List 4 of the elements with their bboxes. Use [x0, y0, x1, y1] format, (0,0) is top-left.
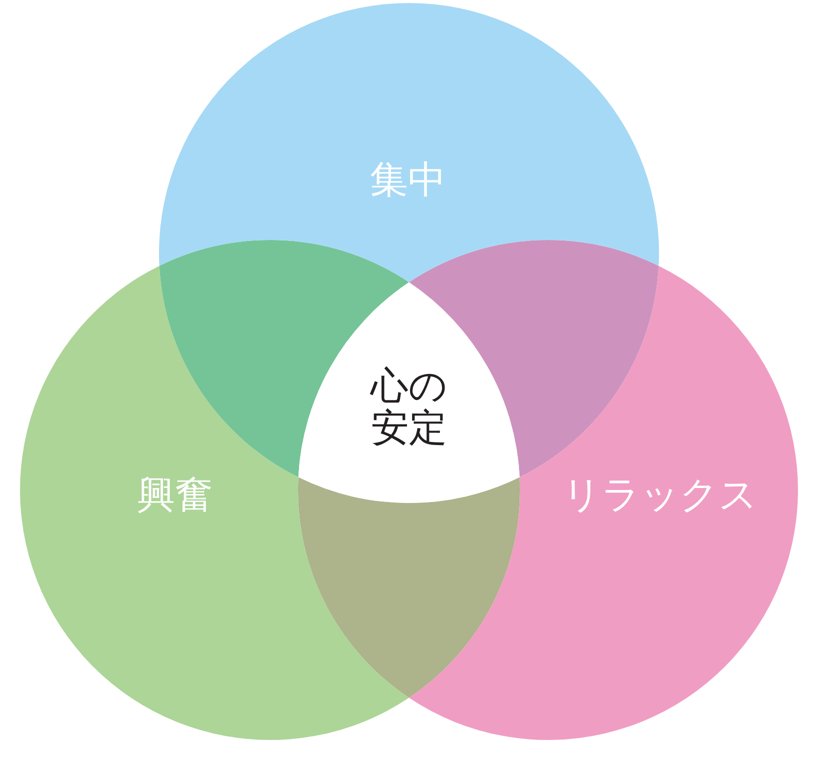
center-label: 心の安定 — [370, 364, 448, 450]
circle-label: 興奮 — [137, 474, 213, 516]
circle-label: リラックス — [562, 474, 758, 516]
circle-label: 集中 — [370, 158, 446, 202]
